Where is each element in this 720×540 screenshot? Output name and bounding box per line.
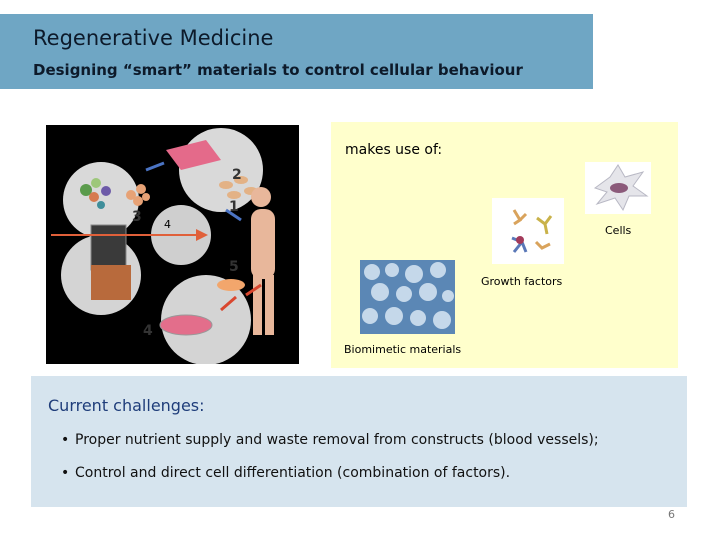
arrow-step-5 — [245, 283, 262, 297]
slide-subtitle: Designing “smart” materials to control c… — [33, 61, 523, 79]
growth-factors-image — [492, 198, 564, 264]
scaffold-blob — [179, 128, 263, 212]
components-panel: makes use of: Cells Growth factors Biomi… — [331, 122, 678, 368]
step-label-1: 1 — [229, 199, 239, 215]
challenge-text: Proper nutrient supply and waste removal… — [75, 432, 599, 448]
cell-icon — [593, 164, 649, 212]
growth-factor-icon — [511, 209, 553, 253]
slide-title: Regenerative Medicine — [33, 26, 274, 50]
step-label-2: 2 — [232, 167, 242, 183]
step-label-3: 3 — [132, 209, 142, 225]
main-arrow-head — [196, 229, 208, 241]
construct-icon — [217, 279, 245, 291]
biomimetic-label: Biomimetic materials — [344, 343, 462, 356]
arrow-label: 4 — [164, 218, 171, 231]
page-number: 6 — [668, 508, 675, 521]
scaffold-plate-icon — [166, 140, 221, 170]
cells-label: Cells — [605, 224, 632, 237]
title-banner — [0, 14, 593, 89]
petri-dish-icon — [159, 314, 213, 336]
challenges-title: Current challenges: — [48, 396, 205, 415]
cell-cluster-icon — [80, 178, 150, 209]
bullet-icon: • — [61, 465, 70, 481]
bullet-icon: • — [61, 432, 70, 448]
expanded-cells-icon — [219, 176, 258, 199]
growth-factors-label: Growth factors — [481, 275, 563, 288]
step-label-5: 5 — [229, 259, 239, 275]
cell-source-blob — [63, 162, 139, 238]
challenge-text: Control and direct cell differentiation … — [75, 465, 511, 481]
arrow-step-1 — [225, 208, 242, 222]
step-label-4: 4 — [143, 323, 153, 339]
arrow-step-4 — [220, 295, 237, 312]
challenge-item: • Proper nutrient supply and waste remova… — [61, 432, 599, 448]
patient-figure-icon — [251, 187, 275, 335]
biomimetic-material-image — [360, 260, 455, 334]
cell-image — [585, 162, 651, 214]
bioreactor-jar-icon — [90, 224, 127, 271]
panel-heading: makes use of: — [345, 142, 443, 158]
tissue-engineering-cycle-diagram: 2 1 3 4 5 4 — [46, 125, 299, 365]
challenge-item: • Control and direct cell differentiation… — [61, 465, 510, 481]
arrow-step-2 — [145, 161, 165, 172]
porous-scaffold-icon — [360, 260, 455, 334]
tissue-construct-icon — [91, 265, 131, 300]
challenges-box: Current challenges: • Proper nutrient sup… — [31, 376, 687, 507]
cycle-illustration: 2 1 3 4 5 4 — [51, 128, 275, 365]
